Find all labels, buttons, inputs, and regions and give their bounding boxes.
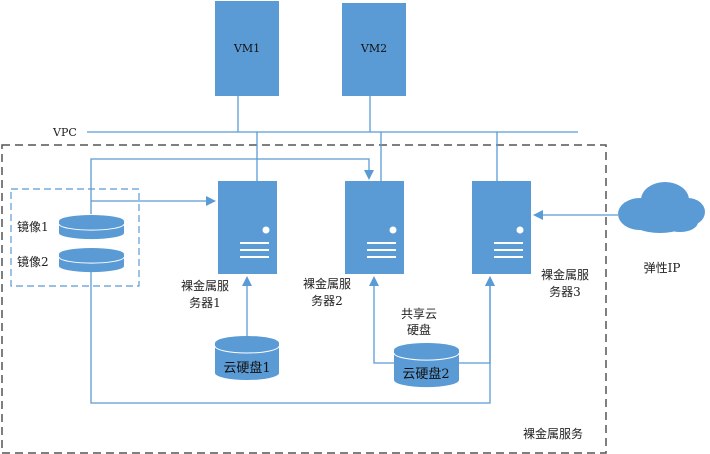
server2-power-icon [389, 226, 397, 234]
shared-disk-note-line2: 硬盘 [407, 322, 431, 337]
cloud-icon[interactable] [618, 182, 705, 233]
vm2-label: VM2 [360, 42, 387, 55]
server2-label-line1: 裸金属服 [303, 276, 351, 291]
server1-label-line1: 裸金属服 [181, 278, 229, 293]
server2-label-line2: 务器2 [311, 293, 343, 308]
server3-label-line1: 裸金属服 [541, 267, 589, 282]
vpc-label: VPC [52, 126, 77, 139]
server1-node[interactable] [218, 181, 277, 274]
image1-label: 镜像1 [17, 219, 49, 234]
server1-power-icon [262, 226, 270, 234]
disk2-label: 云硬盘2 [402, 366, 449, 382]
image2-label: 镜像2 [17, 254, 49, 269]
vm2-node[interactable] [342, 3, 406, 96]
server3-node[interactable] [472, 181, 531, 274]
server3-label-line2: 务器3 [549, 284, 581, 299]
elastic-ip-label: 弹性IP [644, 261, 681, 275]
disk2-server3-link [459, 276, 495, 364]
image2-node[interactable] [58, 248, 125, 273]
vm1-label: VM1 [233, 42, 260, 55]
server2-node[interactable] [345, 181, 404, 274]
disk2-node[interactable] [393, 343, 460, 388]
disk2-server2-link [369, 276, 394, 364]
image-server2-link [90, 158, 374, 214]
disk1-label: 云硬盘1 [223, 360, 270, 376]
bare-metal-service-boundary [1, 144, 607, 454]
bare-metal-service-label: 裸金属服务 [523, 426, 583, 441]
image-group-boundary [10, 188, 140, 287]
image1-node[interactable] [58, 215, 125, 240]
disk1-node[interactable] [214, 336, 280, 380]
server1-label-line2: 务器1 [189, 295, 221, 310]
server3-power-icon [516, 226, 524, 234]
shared-disk-note-line1: 共享云 [401, 306, 437, 321]
vm1-node[interactable] [215, 1, 279, 96]
